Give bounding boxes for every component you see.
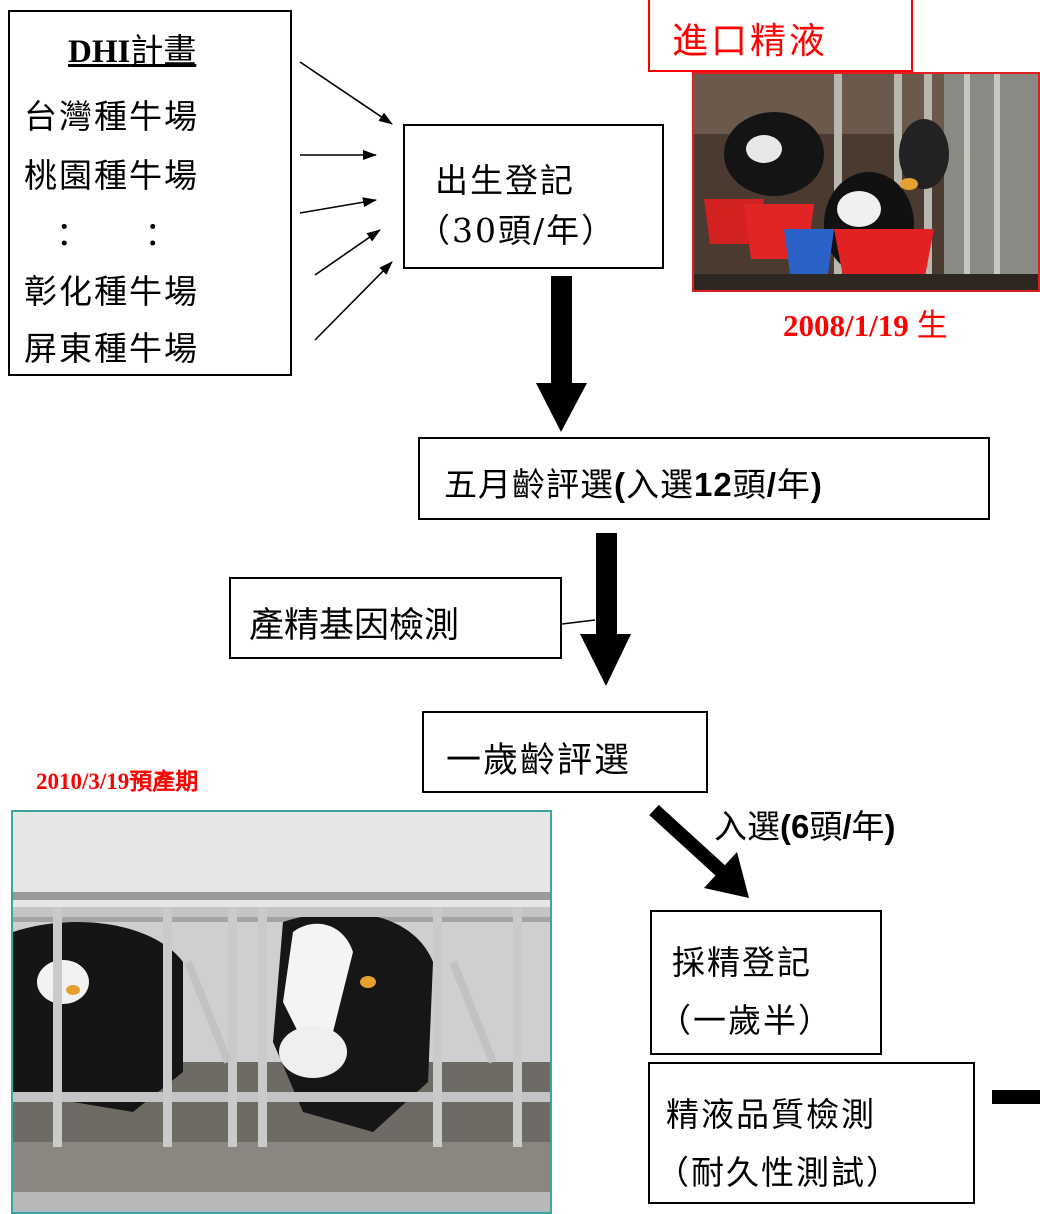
- gene-test-box: 產精基因檢測: [229, 577, 562, 659]
- five-month-label-b: (: [614, 466, 626, 503]
- selected-label-d: /: [842, 808, 852, 845]
- farm-line-1: 台灣種牛場: [24, 97, 199, 136]
- one-year-label: 一歲齡評選: [446, 741, 632, 781]
- arrow-farm-5: [314, 261, 393, 341]
- five-month-label: 五月齡評選(入選12頭/年): [444, 458, 823, 506]
- birth-register-line2: （30頭/年）: [417, 211, 617, 250]
- arrow-one-to-collect: [649, 804, 749, 898]
- calf-photo-top: [692, 72, 1040, 292]
- five-month-box: 五月齡評選(入選12頭/年): [418, 437, 990, 520]
- birth-register-box: 出生登記 （30頭/年）: [403, 124, 664, 269]
- farm-line-3: ： ：: [56, 214, 180, 253]
- selected-label-c: 頭: [809, 808, 843, 845]
- farms-title-suffix: 計畫: [130, 31, 197, 70]
- arrow-birth-to-five: [536, 276, 587, 432]
- farms-box: DHI計畫 台灣種牛場 桃園種牛場 ： ： 彰化種牛場 屏東種牛場: [8, 10, 292, 376]
- semen-collect-line2: （一歲半）: [658, 1001, 833, 1040]
- photo-bottom-caption-date: 2010/3/19: [36, 769, 130, 794]
- photo-bottom-caption: 2010/3/19預產期: [36, 762, 198, 796]
- import-semen-box: 進口精液: [648, 0, 913, 72]
- farms-title: DHI計畫: [68, 24, 196, 72]
- arrow-farm-1: [299, 61, 393, 125]
- semen-quality-box: 精液品質檢測 （耐久性測試）: [648, 1062, 975, 1204]
- arrow-farm-4: [314, 229, 381, 276]
- five-month-label-h: ): [810, 466, 823, 503]
- farm-line-5: 屏東種牛場: [24, 329, 199, 368]
- selected-label-b: (6: [780, 808, 810, 845]
- photo-bottom-caption-suffix: 預產期: [129, 768, 199, 795]
- semen-collect-box: 採精登記 （一歲半）: [650, 910, 882, 1055]
- selected-label-e: 年: [851, 808, 885, 845]
- photo-top-caption-suffix: 生: [916, 308, 948, 344]
- photo-top-caption-date: 2008/1/19: [783, 308, 909, 343]
- farm-line-2: 桃園種牛場: [24, 156, 199, 195]
- five-month-label-e: 頭: [732, 465, 767, 504]
- arrow-five-to-one: [580, 533, 631, 686]
- five-month-label-c: 入選: [626, 465, 694, 504]
- selected-label: 入選(6頭/年): [714, 800, 896, 848]
- five-month-label-f: /: [766, 466, 777, 503]
- semen-quality-line1: 精液品質檢測: [666, 1095, 876, 1134]
- five-month-label-d: 12: [694, 466, 733, 503]
- semen-collect-line1: 採精登記: [672, 943, 812, 982]
- selected-label-a: 入選: [714, 808, 780, 845]
- birth-register-line1: 出生登記: [435, 161, 575, 200]
- selected-label-f: ): [884, 808, 896, 845]
- five-month-label-a: 五月齡評選: [444, 465, 614, 504]
- farms-title-prefix: DHI: [68, 34, 131, 70]
- cow-photo-bottom-image: [13, 812, 550, 1212]
- arrow-farm-3: [299, 197, 377, 214]
- gene-test-label: 產精基因檢測: [249, 606, 460, 645]
- calf-photo-top-image: [694, 74, 1038, 290]
- gene-test-connector: [561, 619, 596, 625]
- one-year-box: 一歲齡評選: [422, 711, 708, 793]
- cow-photo-bottom: [11, 810, 552, 1214]
- import-semen-label: 進口精液: [672, 21, 829, 62]
- farm-line-4: 彰化種牛場: [24, 272, 199, 311]
- five-month-label-g: 年: [776, 465, 811, 504]
- semen-quality-line2: （耐久性測試）: [656, 1153, 901, 1192]
- arrow-quality-out: [992, 1090, 1040, 1104]
